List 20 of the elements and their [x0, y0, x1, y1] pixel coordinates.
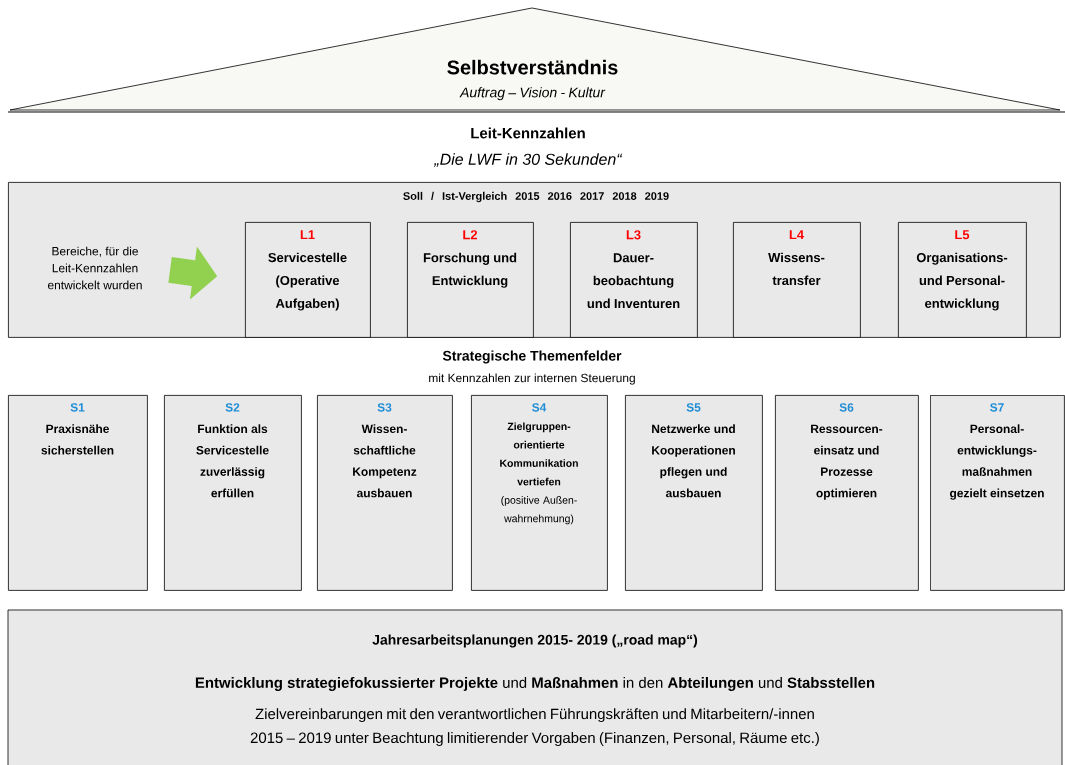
topic-box: S3 Wissen-schaftliche Kompetenz ausbauen	[317, 395, 453, 591]
topic-box: S2 Funktion als Servicestelle zuverlässig erfüllen	[164, 395, 302, 591]
area-box: L5 Organisations- und Personal-entwicklung	[898, 222, 1027, 338]
topic-box: S5 Netzwerke und Kooperationen pflegen und ausbauen	[625, 395, 763, 591]
topic-box: S7 Personal-entwicklungs-maßnahmen gezielt einsetzen	[930, 395, 1065, 591]
description-text: Bereiche, für die Leit-Kennzahlen entwickelt wurden	[48, 246, 142, 290]
topic-box: S1 Praxisnähe sicherstellen	[8, 395, 148, 591]
topic-box: S4 Zielgruppen-orientierte Kommunikation vertiefen (positive Außen-wahrnehmung)	[471, 395, 608, 591]
area-box: L3 Dauer-beobachtung und Inventuren	[570, 222, 698, 338]
subtitle: „Die LWF in 30 Sekunden“	[433, 153, 623, 167]
planning-box: Jahresarbeitsplanungen 2015- 2019 („road map“) Entwicklung strategiefokussierter Projekte und Maßnahmen in den Abteilungen und Stabsstellen Zielvereinbarungen mit den verantwortlichen Führungskräften und Mitarbeitern/-innen 2015 – 2019 unter Beachtung limitierender Vorgaben (Finanzen, Personal, Räume etc.)	[7, 609, 1063, 765]
year-row: Soll / Ist-Vergleich 2015 2016 2017 2018 2019	[403, 191, 669, 203]
section-heading: Strategische Themenfelder	[442, 350, 622, 364]
topic-box: S6 Ressourcen-einsatz und Prozesse optimieren	[775, 395, 919, 591]
area-box: L2 Forschung und Entwicklung	[407, 222, 534, 338]
heading: Leit-Kennzahlen	[471, 127, 585, 139]
area-box: L4 Wissens-transfer	[733, 222, 861, 338]
roof-triangle: Selbstverständnis Auftrag – Vision - Kultur	[7, 7, 1065, 113]
area-box: L1 Servicestelle (Operative Aufgaben)	[245, 222, 371, 338]
section-subtitle: mit Kennzahlen zur internen Steuerung	[429, 373, 635, 385]
